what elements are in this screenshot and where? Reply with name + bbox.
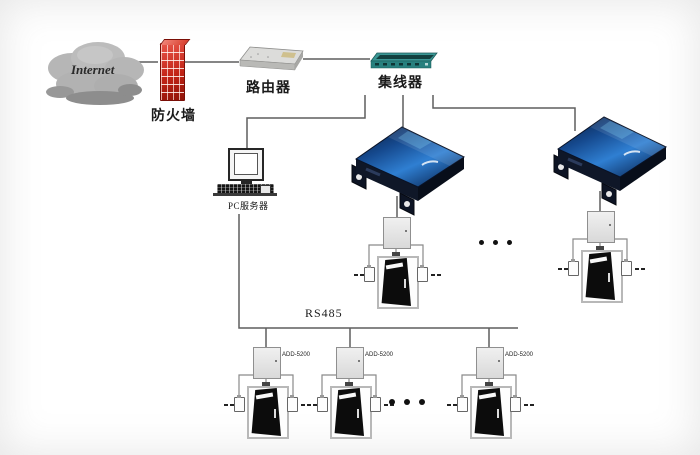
wire-dash <box>390 404 394 406</box>
wire-dash <box>641 268 645 270</box>
card-reader-left-icon <box>317 395 328 412</box>
pc-base <box>213 193 277 196</box>
serial-device-server-2 <box>552 115 668 207</box>
wire-dash <box>313 404 317 406</box>
door-access-unit-bottom-2: ADD-5200 <box>307 345 394 439</box>
card-reader-right-icon <box>287 395 298 412</box>
door-access-unit-bottom-3: ADD-5200 <box>447 345 534 439</box>
card-reader-right-icon <box>510 395 521 412</box>
controller-model-label: ADD-5200 <box>505 352 534 358</box>
door-icon <box>334 388 364 437</box>
internet-label: Internet <box>71 62 115 77</box>
door-connector <box>485 382 493 387</box>
door-icon <box>474 388 504 437</box>
line-top-chain <box>137 58 370 63</box>
door-access-unit-middle-1 <box>354 215 441 309</box>
card-reader-left-icon <box>364 265 375 282</box>
wire-dash <box>224 404 228 406</box>
dot <box>404 399 410 405</box>
dot <box>389 399 395 405</box>
dot <box>507 240 512 245</box>
wire-dash <box>360 274 364 276</box>
wire-dash <box>635 268 639 270</box>
wire-dash <box>437 274 441 276</box>
hub-icon <box>370 52 438 69</box>
door-connector <box>392 252 400 257</box>
pc-server-label: PC服务器 <box>228 201 269 211</box>
router-icon <box>239 46 304 71</box>
wire-dash <box>354 274 358 276</box>
hub-label: 集线器 <box>378 76 423 91</box>
pc-monitor-icon <box>228 148 264 181</box>
firewall-icon <box>160 43 185 101</box>
wire-dash <box>431 274 435 276</box>
wire-dash <box>564 268 568 270</box>
wire-dash <box>524 404 528 406</box>
ellipsis-more-devices-bottom <box>389 399 425 405</box>
card-reader-left-icon <box>234 395 245 412</box>
card-reader-right-icon <box>417 265 428 282</box>
wire-dash <box>447 404 451 406</box>
card-reader-left-icon <box>457 395 468 412</box>
line-device-stems <box>396 191 601 217</box>
wire-dash <box>530 404 534 406</box>
line-hub-drops <box>246 95 576 148</box>
ellipsis-more-devices-middle <box>479 240 512 245</box>
pc-keyboard-icon <box>217 184 274 195</box>
wire-dash <box>384 404 388 406</box>
connection-lines <box>137 58 601 348</box>
router-label: 路由器 <box>246 81 291 96</box>
wire-dash <box>307 404 311 406</box>
access-controller-box <box>587 211 615 243</box>
firewall-label: 防火墙 <box>151 109 196 124</box>
access-controller-box <box>476 347 504 379</box>
rs485-bus-label: RS485 <box>305 306 343 320</box>
pc-screen <box>234 153 258 175</box>
dot <box>479 240 484 245</box>
door-icon <box>585 252 615 301</box>
access-controller-box <box>383 217 411 249</box>
door-icon <box>251 388 281 437</box>
dot <box>419 399 425 405</box>
card-reader-right-icon <box>621 259 632 276</box>
pc-stand <box>241 180 252 184</box>
controller-model-label: ADD-5200 <box>365 352 394 358</box>
door-connector <box>345 382 353 387</box>
card-reader-right-icon <box>370 395 381 412</box>
door-access-unit-middle-2 <box>558 209 645 303</box>
door-icon <box>381 258 411 307</box>
wire-dash <box>558 268 562 270</box>
card-reader-left-icon <box>568 259 579 276</box>
controller-model-label: ADD-5200 <box>282 352 311 358</box>
dot <box>493 240 498 245</box>
wire-dash <box>453 404 457 406</box>
access-controller-box <box>253 347 281 379</box>
access-controller-box <box>336 347 364 379</box>
line-rs485-bus <box>238 214 518 348</box>
wire-dash <box>230 404 234 406</box>
wire-dash <box>301 404 305 406</box>
door-access-unit-bottom-1: ADD-5200 <box>224 345 311 439</box>
door-connector <box>262 382 270 387</box>
serial-device-server-1 <box>350 125 466 217</box>
internet-cloud-icon <box>46 42 144 105</box>
door-connector <box>596 246 604 251</box>
